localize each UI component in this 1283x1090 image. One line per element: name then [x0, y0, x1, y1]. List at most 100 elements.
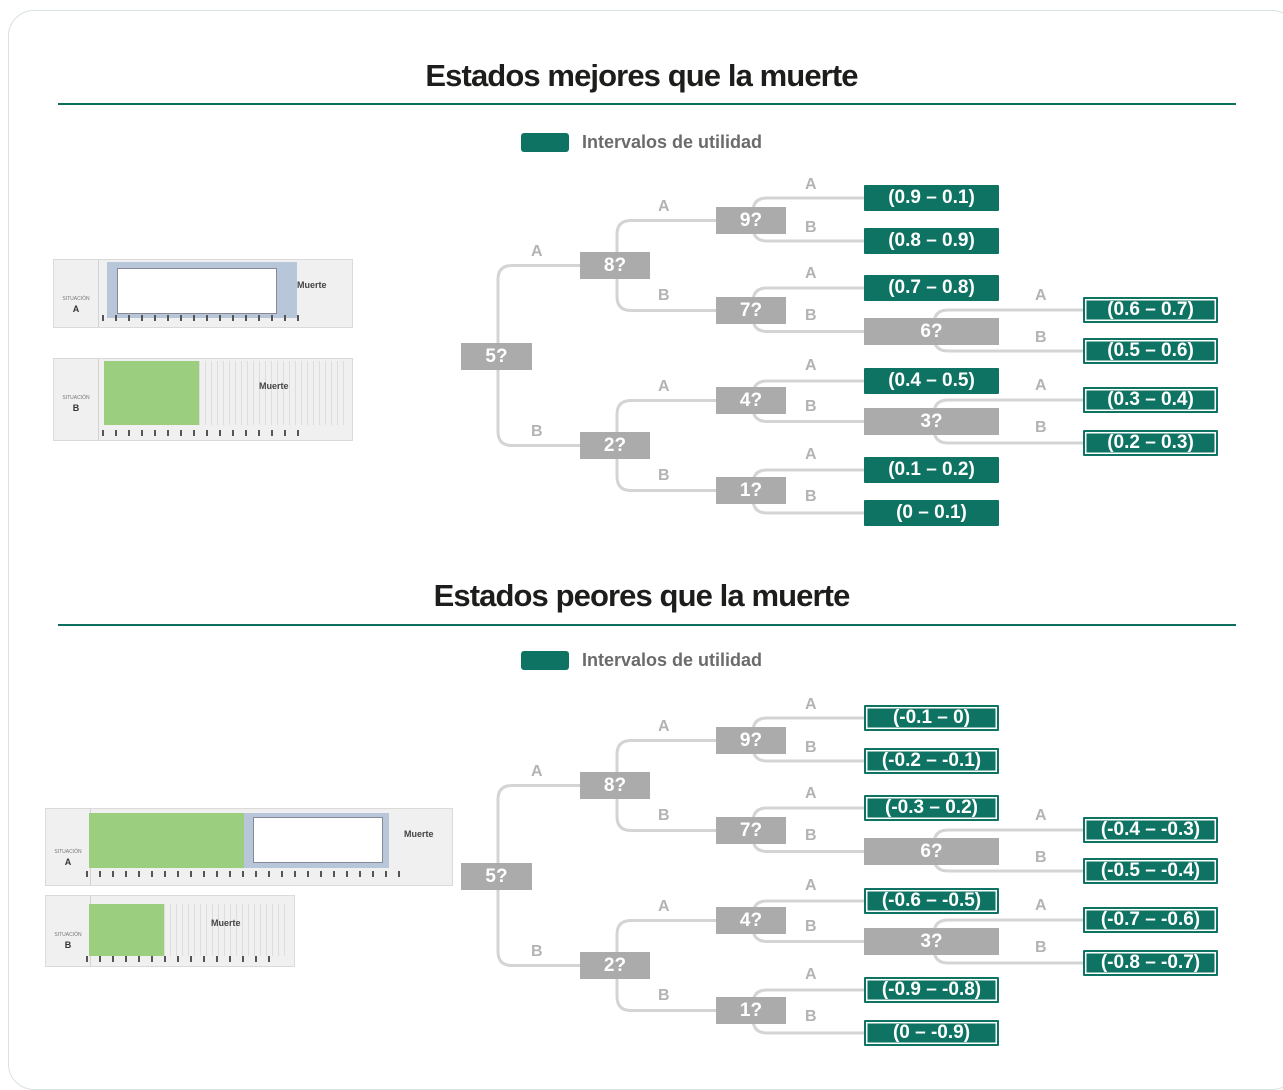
- question-node-n3: 3?: [864, 928, 999, 955]
- utility-interval-r9b: (0.8 – 0.9): [864, 228, 999, 254]
- utility-interval-r1a: (-0.9 – -0.8): [864, 977, 999, 1003]
- branch-label-a: A: [805, 966, 817, 983]
- branch-label-a: A: [531, 763, 543, 780]
- connector-line: [615, 739, 716, 772]
- utility-interval-r4a: (0.4 – 0.5): [864, 368, 999, 394]
- branch-label-a: A: [805, 877, 817, 894]
- branch-label-b: B: [1035, 419, 1047, 436]
- branch-label-a: A: [1035, 807, 1047, 824]
- question-node-n1: 1?: [716, 477, 786, 504]
- question-node-n2: 2?: [580, 952, 650, 979]
- connector-line: [496, 264, 580, 343]
- scale-ticks: [102, 315, 302, 321]
- branch-label-a: A: [658, 898, 670, 915]
- question-node-n6: 6?: [864, 838, 999, 865]
- branch-label-a: A: [805, 446, 817, 463]
- branch-label-a: A: [1035, 377, 1047, 394]
- utility-interval-r6a: (-0.4 – -0.3): [1083, 817, 1218, 843]
- connector-line: [615, 459, 716, 492]
- utility-interval-r6b: (-0.5 – -0.4): [1083, 858, 1218, 884]
- branch-label-b: B: [1035, 849, 1047, 866]
- utility-interval-r3b: (-0.8 – -0.7): [1083, 950, 1218, 976]
- branch-label-a: A: [805, 176, 817, 193]
- branch-label-a: A: [805, 265, 817, 282]
- connector-line: [615, 279, 716, 312]
- branch-label-a: A: [1035, 897, 1047, 914]
- connector-line: [496, 784, 580, 863]
- question-node-n6: 6?: [864, 318, 999, 345]
- question-node-n7: 7?: [716, 297, 786, 324]
- section-title: Estados peores que la muerte: [433, 578, 851, 613]
- utility-interval-r7a: (0.7 – 0.8): [864, 275, 999, 301]
- scale-ticks: [86, 956, 276, 962]
- section-rule: [58, 103, 1236, 105]
- question-node-n2: 2?: [580, 432, 650, 459]
- branch-label-a: A: [658, 198, 670, 215]
- death-label: Muerte: [259, 381, 289, 391]
- grid-area: [164, 904, 289, 956]
- utility-interval-r9b: (-0.2 – -0.1): [864, 748, 999, 774]
- utility-interval-r1b: (0 – -0.9): [864, 1020, 999, 1046]
- green-bar: [89, 813, 244, 868]
- legend-label: Intervalos de utilidad: [582, 132, 763, 152]
- utility-interval-r3b: (0.2 – 0.3): [1083, 430, 1218, 456]
- branch-label-b: B: [531, 943, 543, 960]
- grid-area: [199, 361, 344, 425]
- branch-label-b: B: [658, 807, 670, 824]
- branch-label-b: B: [1035, 939, 1047, 956]
- section-title: Estados mejores que la muerte: [425, 58, 858, 93]
- branch-label-b: B: [805, 398, 817, 415]
- branch-label-b: B: [805, 488, 817, 505]
- section-rule: [58, 624, 1236, 626]
- connector-line: [615, 799, 716, 832]
- utility-interval-r9a: (0.9 – 0.1): [864, 185, 999, 211]
- connector-line: [615, 399, 716, 432]
- branch-label-b: B: [658, 467, 670, 484]
- question-node-n8: 8?: [580, 252, 650, 279]
- question-node-root: 5?: [461, 863, 532, 890]
- utility-interval-r6a: (0.6 – 0.7): [1083, 297, 1218, 323]
- legend-swatch: [521, 651, 569, 670]
- utility-interval-r7a: (-0.3 – 0.2): [864, 795, 999, 821]
- connector-line: [615, 979, 716, 1012]
- green-bar: [104, 361, 199, 425]
- connector-line: [615, 919, 716, 952]
- question-node-n1: 1?: [716, 997, 786, 1024]
- scale-ticks: [86, 871, 406, 877]
- question-node-n7: 7?: [716, 817, 786, 844]
- death-label: Muerte: [211, 918, 241, 928]
- utility-interval-r6b: (0.5 – 0.6): [1083, 338, 1218, 364]
- branch-label-a: A: [1035, 287, 1047, 304]
- question-node-root: 5?: [461, 343, 532, 370]
- green-bar: [89, 904, 164, 956]
- question-node-n9: 9?: [716, 207, 786, 234]
- branch-label-b: B: [658, 987, 670, 1004]
- utility-interval-r3a: (0.3 – 0.4): [1083, 387, 1218, 413]
- branch-label-b: B: [805, 827, 817, 844]
- question-node-n4: 4?: [716, 907, 786, 934]
- branch-label-a: A: [658, 378, 670, 395]
- branch-label-b: B: [658, 287, 670, 304]
- question-node-n8: 8?: [580, 772, 650, 799]
- branch-label-b: B: [805, 219, 817, 236]
- question-node-n4: 4?: [716, 387, 786, 414]
- legend-swatch: [521, 133, 569, 152]
- death-label: Muerte: [297, 280, 327, 290]
- utility-interval-r1a: (0.1 – 0.2): [864, 457, 999, 483]
- text-panel: [253, 817, 383, 863]
- death-label: Muerte: [404, 829, 434, 839]
- branch-label-a: A: [805, 785, 817, 802]
- connector-line: [496, 890, 580, 967]
- connector-line: [615, 219, 716, 252]
- utility-interval-r3a: (-0.7 – -0.6): [1083, 907, 1218, 933]
- scale-ticks: [102, 430, 302, 436]
- text-panel: [117, 268, 277, 314]
- branch-label-b: B: [531, 423, 543, 440]
- branch-label-a: A: [805, 696, 817, 713]
- utility-interval-r1b: (0 – 0.1): [864, 500, 999, 526]
